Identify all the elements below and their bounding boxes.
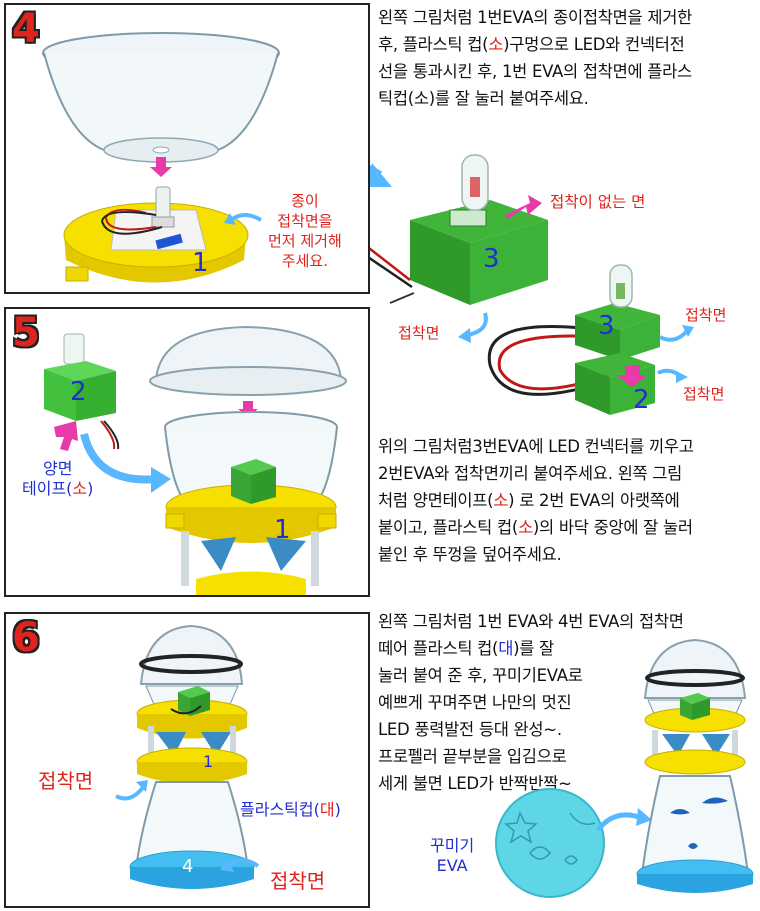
adhesive-label: 접착면: [38, 769, 94, 793]
step-number: 5: [12, 310, 40, 356]
lower-block-2-number: 2: [633, 385, 650, 415]
eva-number: 1: [274, 515, 291, 545]
connector-assembly-illustration: [370, 154, 694, 415]
step-6-instructions: 왼쪽 그림처럼 1번 EVA와 4번 EVA의 접착면 떼어 플라스틱 컵(대)…: [378, 612, 684, 793]
eva-number: 1: [192, 248, 209, 278]
adhesive-label-right-bottom: 접착면: [683, 385, 725, 403]
step-5-illustration: [44, 325, 347, 595]
step-6-illustration: [115, 624, 260, 889]
finished-lighthouse-illustration: [495, 638, 754, 898]
step-6-panel: 6 접착면 플라스틱컵(대) 접착면 1 4: [4, 612, 370, 908]
block-2-number: 2: [70, 377, 87, 407]
bottom-adhesive-label: 접착면: [270, 869, 326, 893]
step-4-illustration: [42, 32, 280, 283]
no-adhesive-side-label: 접착이 없는 면: [550, 193, 646, 211]
step-number: 4: [12, 6, 40, 52]
step-4-instructions: 왼쪽 그림처럼 1번EVA의 종이접착면을 제거한 후, 플라스틱 컵(소)구멍…: [378, 8, 692, 108]
eva-4-number: 4: [182, 856, 194, 877]
step-5-instructions: 위의 그림처럼3번EVA에 LED 컨넥터를 끼우고 2번EVA와 접착면끼리 …: [378, 437, 694, 564]
double-sided-tape-label: 양면 테이프(소): [22, 459, 94, 498]
adhesive-label-left: 접착면: [398, 324, 440, 342]
step-5-panel: 5 2 양면 테이프(소): [4, 307, 370, 597]
adhesive-label-right-top: 접착면: [685, 306, 727, 324]
adhesive-removal-note: 종이 접착면을 먼저 제거해 주세요.: [268, 192, 342, 270]
large-cup-label: 플라스틱컵(대): [240, 800, 341, 819]
block-3-number: 3: [483, 244, 500, 274]
step-4-panel: 4 1 종이 접착면을 먼저 제거해 주세요.: [4, 3, 370, 294]
decoration-eva-label: 꾸미기 EVA: [430, 836, 475, 875]
eva-1-number: 1: [203, 752, 214, 771]
step-number: 6: [12, 615, 40, 661]
lower-block-3-number: 3: [598, 311, 615, 341]
